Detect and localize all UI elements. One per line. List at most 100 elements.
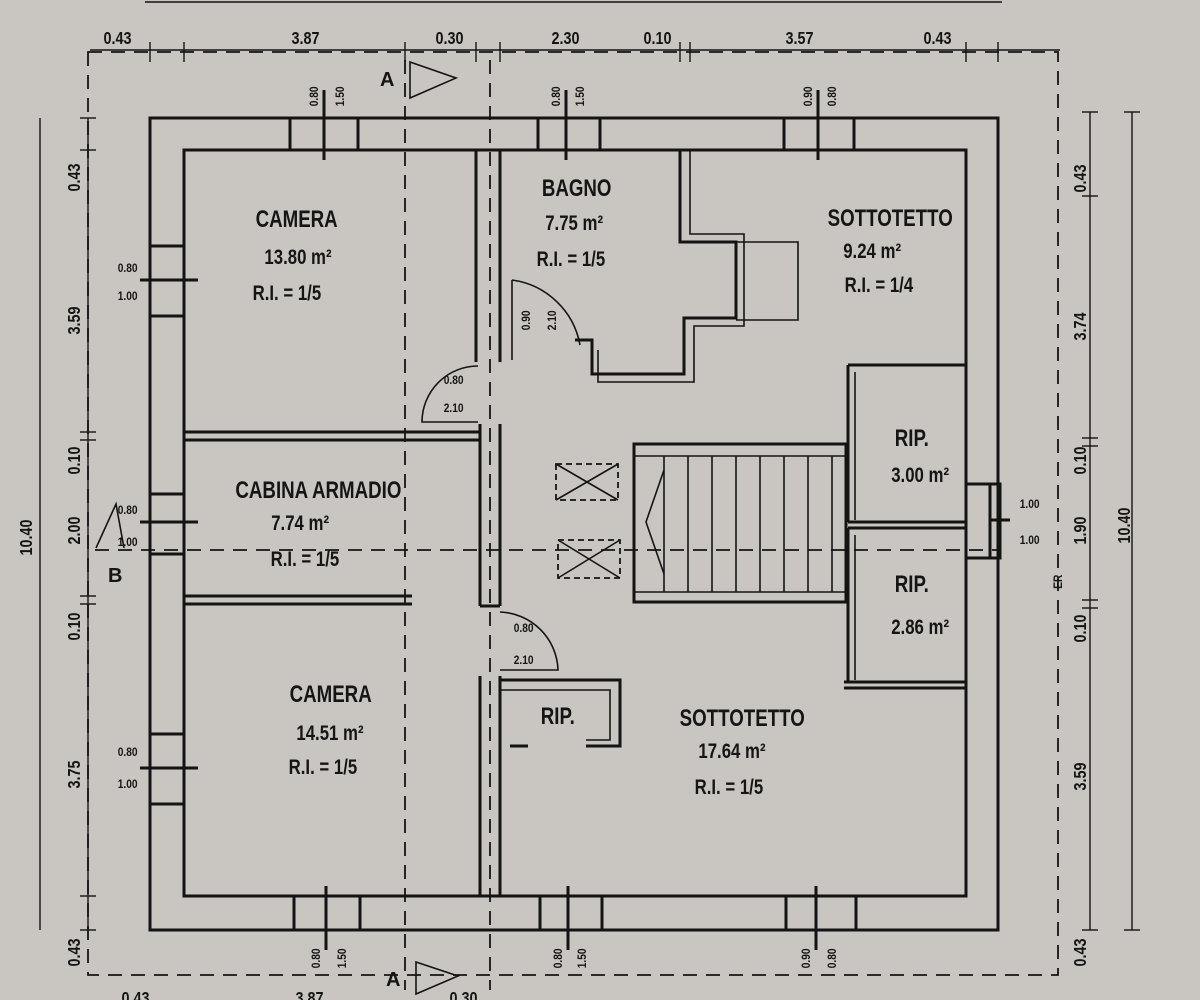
- door-bagno: [511, 279, 581, 360]
- dim-left-3: 0.10: [65, 446, 85, 474]
- room-rip-right-bottom: RIP. 2.86 m²: [891, 571, 949, 640]
- room-label: CAMERA: [256, 206, 338, 233]
- room-label: RIP.: [541, 703, 575, 730]
- top-win-1-height: 1.50: [334, 86, 347, 106]
- dim-left-4: 2.00: [65, 516, 85, 544]
- left-win-3-width: 0.80: [118, 746, 138, 759]
- dim-top-5: 0.10: [644, 29, 672, 49]
- section-label-a-bottom: A: [386, 969, 400, 991]
- opening-labels: 0.80 1.50 0.80 1.50 0.90 0.80 0.80 1.50 …: [118, 86, 1040, 968]
- skylight-upper: [555, 463, 619, 501]
- dim-right-2: 3.74: [1071, 312, 1091, 340]
- right-door-height: 1.00: [1020, 534, 1040, 547]
- room-area: 14.51 m²: [296, 722, 363, 745]
- door-stair-height: 2.10: [514, 654, 534, 667]
- top-win-2-width: 0.80: [550, 86, 563, 106]
- window-top-2: [536, 90, 602, 160]
- room-area: 7.74 m²: [271, 512, 329, 535]
- window-bottom-3: [784, 886, 858, 950]
- room-rip-right-top: RIP. 3.00 m²: [891, 425, 949, 488]
- bottom-win-1-height: 1.50: [336, 948, 349, 968]
- door-bagno-width: 0.90: [520, 310, 533, 330]
- room-camera-bottom: CAMERA 14.51 m² R.I. = 1/5: [289, 681, 372, 780]
- room-area: 13.80 m²: [264, 246, 331, 269]
- door-stair: [499, 611, 559, 671]
- dim-bottom-1: 0.43: [122, 989, 150, 1000]
- dim-right-total: 10.40: [1115, 507, 1135, 543]
- top-win-1-width: 0.80: [308, 86, 321, 106]
- window-top-1: [288, 90, 360, 160]
- room-rip-small: RIP.: [541, 703, 575, 730]
- left-win-1-width: 0.80: [118, 262, 138, 275]
- bottom-win-2-height: 1.50: [576, 948, 589, 968]
- dimension-line-bottom: 0.43 3.87 0.30: [122, 989, 478, 1000]
- section-marker-a-bottom: A: [386, 960, 461, 996]
- dim-right-3: 0.10: [1071, 446, 1091, 474]
- section-label-a-top: A: [380, 69, 394, 91]
- section-label-b: B: [108, 565, 122, 587]
- dim-left-6: 3.75: [65, 760, 85, 788]
- room-label: SOTTOTETTO: [828, 205, 953, 232]
- dim-bottom-2: 3.87: [296, 989, 324, 1000]
- bottom-win-1-width: 0.80: [310, 948, 323, 968]
- window-left-2: [140, 492, 198, 556]
- top-win-2-height: 1.50: [574, 86, 587, 106]
- left-win-3-height: 1.00: [118, 778, 138, 791]
- skylight-lower: [557, 539, 621, 579]
- room-label: SOTTOTETTO: [680, 705, 805, 732]
- right-code: ER: [1052, 575, 1065, 589]
- window-bottom-1: [292, 886, 362, 950]
- dim-top-7: 0.43: [924, 29, 952, 49]
- room-camera-top: CAMERA 13.80 m² R.I. = 1/5: [253, 206, 338, 306]
- dim-top-6: 3.57: [786, 29, 814, 49]
- door-camera: [421, 365, 479, 423]
- dim-left-total: 10.40: [17, 519, 37, 555]
- dimension-line-right: 0.43 3.74 0.10 1.90 0.10 3.59 0.43 10.40…: [1052, 111, 1140, 966]
- room-sottotetto-top: SOTTOTETTO 9.24 m² R.I. = 1/4: [828, 205, 953, 298]
- room-label: RIP.: [895, 571, 929, 598]
- window-left-3: [140, 732, 198, 806]
- dim-left-1: 0.43: [65, 163, 85, 191]
- dimension-line-left: 0.43 3.59 0.10 2.00 0.10 3.75 0.43 10.40: [17, 117, 96, 966]
- room-ri: R.I. = 1/5: [271, 548, 340, 571]
- room-ri: R.I. = 1/5: [289, 756, 358, 779]
- left-win-1-height: 1.00: [118, 290, 138, 303]
- dim-top-1: 0.43: [104, 29, 132, 49]
- dimension-line-top: 0.43 3.87 0.30 2.30 0.10 3.57 0.43: [90, 1, 1060, 62]
- room-label: BAGNO: [542, 175, 612, 202]
- door-bagno-height: 2.10: [546, 310, 559, 330]
- room-area: 7.75 m²: [545, 212, 603, 235]
- dim-left-2: 3.59: [65, 306, 85, 334]
- dim-top-2: 3.87: [292, 29, 320, 49]
- room-area: 17.64 m²: [698, 740, 765, 763]
- dim-left-5: 0.10: [65, 612, 85, 640]
- top-win-3-width: 0.90: [802, 86, 815, 106]
- room-ri: R.I. = 1/5: [537, 248, 606, 271]
- door-camera-width: 0.80: [444, 374, 464, 387]
- dim-left-7: 0.43: [65, 938, 85, 966]
- door-right-exterior: [964, 482, 1010, 560]
- section-marker-b: B: [95, 501, 125, 587]
- window-top-3: [782, 90, 856, 160]
- door-stair-width: 0.80: [514, 622, 534, 635]
- section-marker-a-top: A: [380, 60, 459, 100]
- room-sottotetto-bottom: SOTTOTETTO 17.64 m² R.I. = 1/5: [680, 705, 805, 800]
- dim-right-4: 1.90: [1071, 516, 1091, 544]
- left-win-2-height: 1.00: [118, 536, 138, 549]
- staircase: [632, 442, 848, 604]
- dim-right-7: 0.43: [1071, 938, 1091, 966]
- dim-bottom-3: 0.30: [450, 989, 478, 1000]
- room-area: 2.86 m²: [891, 616, 949, 639]
- room-area: 3.00 m²: [891, 464, 949, 487]
- dim-right-1: 0.43: [1071, 164, 1091, 192]
- dim-top-3: 0.30: [436, 29, 464, 49]
- top-win-3-height: 0.80: [826, 86, 839, 106]
- left-win-2-width: 0.80: [118, 504, 138, 517]
- window-left-1: [140, 244, 198, 318]
- room-label: RIP.: [895, 425, 929, 452]
- door-camera-height: 2.10: [444, 402, 464, 415]
- bottom-win-3-height: 0.80: [826, 948, 839, 968]
- right-door-width: 1.00: [1020, 498, 1040, 511]
- room-area: 9.24 m²: [843, 240, 901, 263]
